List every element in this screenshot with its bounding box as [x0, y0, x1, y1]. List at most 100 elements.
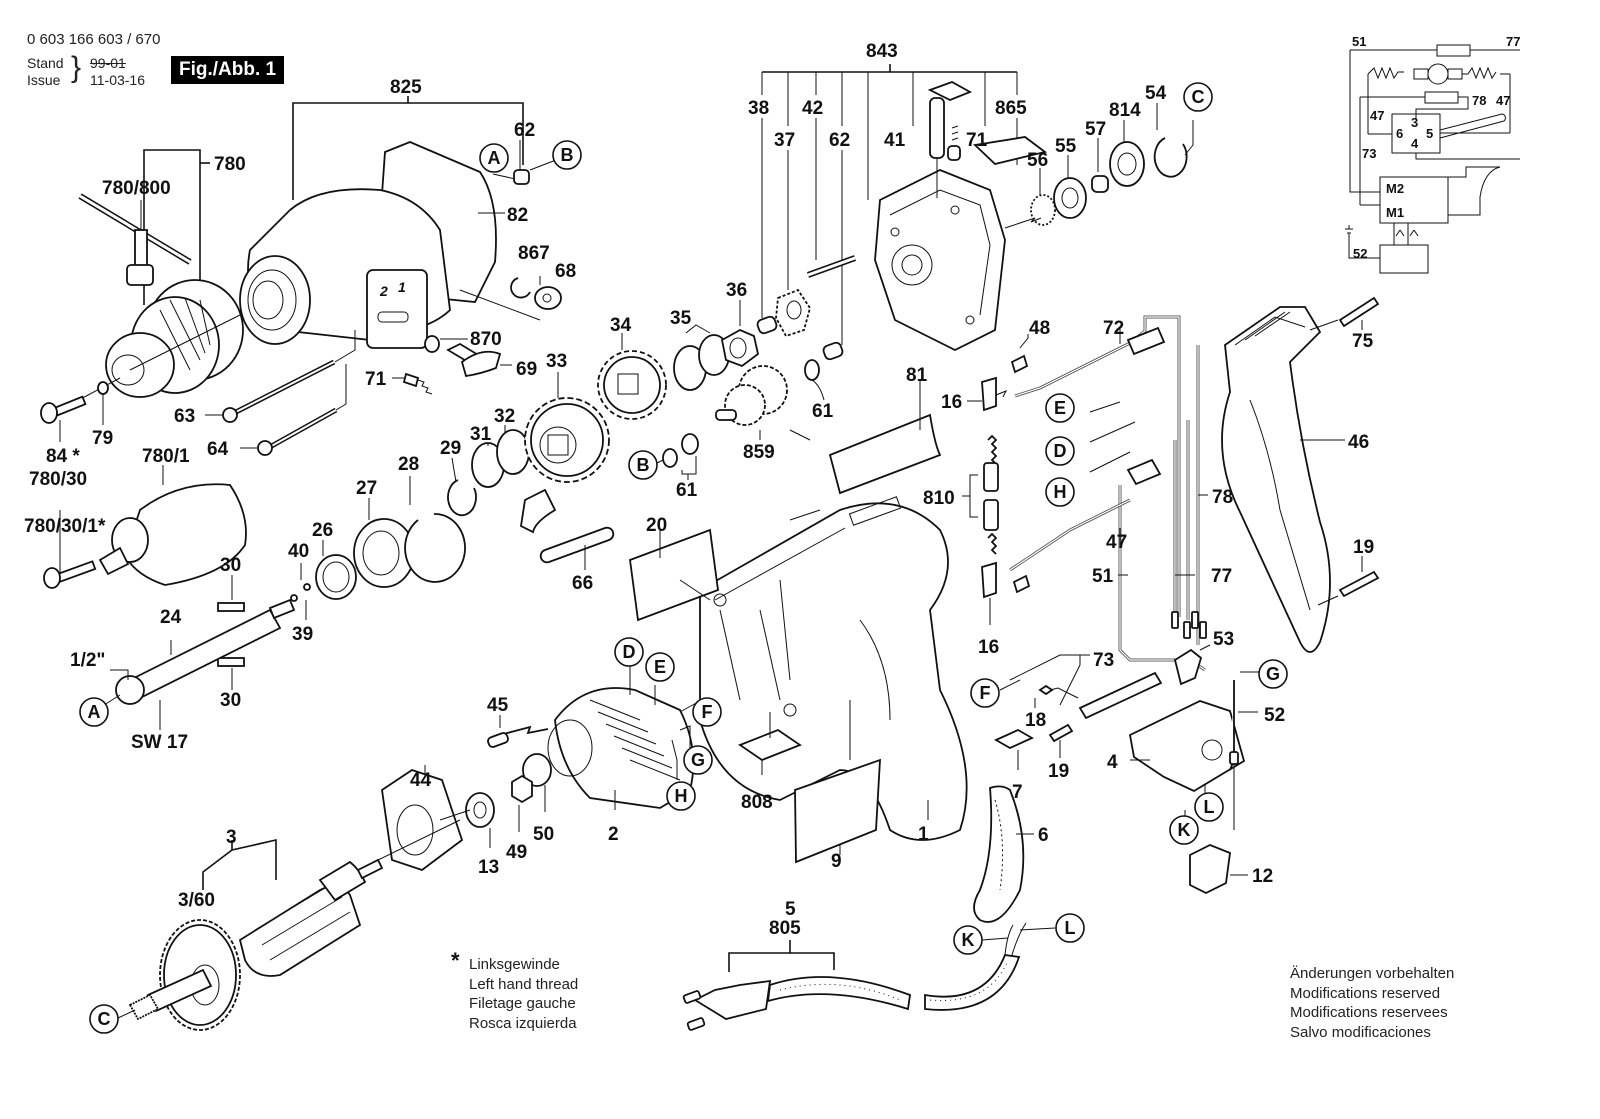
label-38: 38	[748, 98, 769, 119]
label-12: 12	[1252, 866, 1273, 887]
callout-G-stator: G	[683, 745, 713, 775]
wiring-schematic: 51 77 78 47 47 73 3 4 5 6 M2 M1 52	[1345, 34, 1520, 274]
label-63: 63	[174, 406, 195, 427]
motor-housing-1	[629, 380, 968, 864]
svg-text:E: E	[1054, 398, 1066, 418]
svg-text:F: F	[702, 702, 713, 722]
gear-flange-843	[761, 64, 1194, 352]
left-hand-thread-footnote: Linksgewinde Left hand thread Filetage g…	[469, 955, 578, 1033]
selector-parts	[205, 276, 562, 456]
stand-value: 99-01	[90, 55, 126, 71]
label-780-30-1: 780/30/1*	[24, 516, 106, 537]
callout-H-stator: H	[666, 781, 696, 811]
label-20: 20	[646, 515, 667, 536]
svg-text:B: B	[637, 455, 650, 475]
reserved-line-es: Salvo modificaciones	[1290, 1023, 1431, 1041]
svg-text:F: F	[980, 683, 991, 703]
label-69: 69	[516, 359, 537, 380]
svg-text:G: G	[691, 750, 705, 770]
callout-B-gear: B	[628, 450, 658, 480]
label-867: 867	[518, 243, 550, 264]
svg-text:B: B	[561, 145, 574, 165]
svg-text:L: L	[1065, 918, 1076, 938]
label-29: 29	[440, 438, 461, 459]
svg-text:L: L	[1204, 797, 1215, 817]
label-77: 77	[1211, 566, 1232, 587]
switch-terminal-4: 4	[1411, 136, 1419, 151]
schematic-label-51: 51	[1352, 34, 1366, 49]
label-24: 24	[160, 607, 182, 628]
label-30-bottom: 30	[220, 690, 241, 711]
label-859: 859	[743, 442, 775, 463]
label-52: 52	[1264, 705, 1285, 726]
svg-text:D: D	[1054, 441, 1067, 461]
label-71-flange: 71	[966, 130, 988, 151]
label-3: 3	[226, 827, 237, 848]
footnote-line-es: Rosca izquierda	[469, 1014, 577, 1032]
label-16-upper: 16	[941, 392, 962, 413]
label-843: 843	[866, 41, 898, 62]
svg-text:C: C	[98, 1009, 111, 1029]
footnote-line-en: Left hand thread	[469, 975, 579, 993]
label-780-1: 780/1	[142, 446, 190, 467]
label-53: 53	[1213, 629, 1234, 650]
label-68: 68	[555, 261, 576, 282]
callout-C-armature: C	[89, 1004, 119, 1034]
label-28: 28	[398, 454, 419, 475]
svg-text:D: D	[623, 642, 636, 662]
label-39: 39	[292, 624, 313, 645]
label-56: 56	[1027, 150, 1048, 171]
modifications-reserved-note: Änderungen vorbehalten Modifications res…	[1290, 964, 1454, 1042]
label-72: 72	[1103, 318, 1124, 339]
schematic-label-47-left: 47	[1370, 108, 1384, 123]
label-805: 805	[769, 918, 801, 939]
label-36: 36	[726, 280, 747, 301]
label-50: 50	[533, 824, 554, 845]
schematic-label-77: 77	[1506, 34, 1520, 49]
label-51: 51	[1092, 566, 1114, 587]
chuck-assembly	[40, 149, 244, 442]
label-40: 40	[288, 541, 309, 562]
label-71-left: 71	[365, 369, 387, 390]
label-62-flange: 62	[829, 130, 850, 151]
label-sw17: SW 17	[131, 732, 188, 753]
footnote-line-de: Linksgewinde	[469, 956, 560, 973]
field-stator-2	[465, 660, 699, 848]
callout-H-wiring: H	[1045, 477, 1075, 507]
callout-D-stator: D	[614, 637, 644, 667]
issue-date: 11-03-16	[90, 72, 146, 88]
callout-L-switch: L	[1194, 792, 1224, 822]
brace-glyph: }	[71, 51, 82, 84]
callout-E-wiring: E	[1045, 393, 1075, 423]
label-64: 64	[207, 439, 229, 460]
label-34: 34	[610, 315, 632, 336]
svg-text:K: K	[962, 930, 975, 950]
label-75: 75	[1352, 331, 1374, 352]
callout-A-spindle: A	[79, 697, 109, 727]
label-780-800: 780/800	[102, 178, 171, 199]
label-27: 27	[356, 478, 377, 499]
svg-text:H: H	[1054, 482, 1067, 502]
label-31: 31	[470, 424, 492, 445]
label-81: 81	[906, 365, 928, 386]
armature-3	[117, 765, 471, 1031]
label-814: 814	[1109, 100, 1141, 121]
label-44: 44	[410, 770, 432, 791]
label-9: 9	[831, 851, 842, 872]
reserved-line-de: Änderungen vorbehalten	[1290, 965, 1455, 982]
label-810: 810	[923, 488, 955, 509]
label-4: 4	[1107, 752, 1118, 773]
label-42: 42	[802, 98, 823, 119]
label-49: 49	[506, 842, 527, 863]
label-62-top: 62	[514, 120, 535, 141]
switch-terminal-5: 5	[1426, 126, 1433, 141]
callout-D-wiring: D	[1045, 436, 1075, 466]
callout-F-switch: F	[970, 678, 1000, 708]
callout-K-switch: K	[1169, 815, 1199, 845]
label-84-star: 84 *	[46, 446, 80, 467]
handle-half-46	[1221, 296, 1380, 653]
schematic-label-52: 52	[1353, 246, 1367, 261]
svg-text:G: G	[1266, 664, 1280, 684]
label-57: 57	[1085, 119, 1106, 140]
schematic-label-47-right: 47	[1496, 93, 1510, 108]
